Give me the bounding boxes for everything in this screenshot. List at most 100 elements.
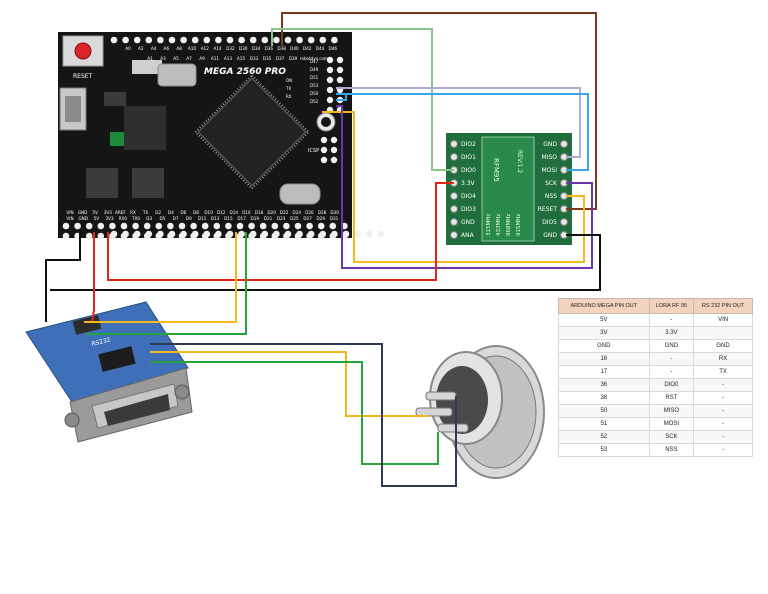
- header-pin: [120, 232, 128, 240]
- table-cell: -: [693, 378, 753, 392]
- pin-label: A3: [160, 56, 166, 61]
- lora-pin: [560, 140, 568, 148]
- header-pin: [336, 56, 344, 64]
- side-pin-label: D49: [310, 67, 319, 72]
- table-cell: 36: [558, 378, 650, 392]
- pin-label: D25: [290, 216, 299, 221]
- bottom-pin-header: [62, 222, 348, 230]
- reset-button[interactable]: [74, 42, 92, 60]
- pin-label: A11: [211, 56, 220, 61]
- pin-label: D37: [276, 56, 285, 61]
- pin-label: D17: [237, 216, 246, 221]
- header-pin: [319, 36, 327, 44]
- voltage-regulator: [86, 168, 118, 198]
- pin-label: 3V3: [105, 216, 114, 221]
- pin-label: A14: [213, 46, 222, 51]
- header-pin: [377, 230, 385, 238]
- pin-label: D29: [317, 216, 326, 221]
- table-cell: 5V: [558, 313, 650, 327]
- mounting-hole-inner: [321, 117, 331, 127]
- header-pin: [143, 232, 151, 240]
- usb-port-inner: [65, 96, 81, 122]
- lora-left-pin-label: ANA: [461, 232, 475, 239]
- table-cell: RST: [648, 391, 695, 405]
- pin-label: D3: [146, 216, 152, 221]
- pin-label: D2: [155, 210, 161, 215]
- pin-label: D13: [211, 216, 220, 221]
- icsp-pin: [320, 156, 328, 164]
- lora-left-pin-label: DIO0: [461, 167, 476, 174]
- lora-shield: [481, 136, 535, 242]
- pin-label: A12: [201, 46, 210, 51]
- header-pin: [85, 232, 93, 240]
- pin-label: D4: [168, 210, 174, 215]
- pin-label: RX0: [119, 216, 128, 221]
- table-row: 16-RX: [558, 352, 753, 366]
- table-cell: 3.3V: [648, 326, 695, 340]
- lora-pin: [450, 192, 458, 200]
- table-cell: MOSI: [648, 417, 695, 431]
- icsp-pin: [330, 156, 338, 164]
- wire-light-green: [271, 28, 454, 171]
- table-cell: TX: [693, 365, 753, 379]
- pin-label: RX: [130, 210, 136, 215]
- header-pin: [306, 222, 313, 230]
- header-pin: [157, 36, 164, 44]
- header-pin: [329, 222, 337, 230]
- pin-label: D23: [277, 216, 286, 221]
- table-cell: 50: [558, 404, 650, 418]
- header-pin: [201, 232, 209, 240]
- side-status-label: TX: [285, 86, 291, 91]
- wire-brown: [281, 12, 597, 210]
- pin-label: D31: [330, 216, 339, 221]
- header-pin: [306, 232, 313, 240]
- component: [132, 60, 162, 74]
- pin-label: A6: [164, 46, 170, 51]
- pin-label: D27: [303, 216, 312, 221]
- table-header-row: ARDUINO MEGA PIN OUT LORA RF 95 RS 232 P…: [558, 298, 753, 314]
- top-pin-header: [110, 36, 338, 44]
- table-cell: MISO: [648, 404, 695, 418]
- pin-label: D34: [252, 46, 261, 51]
- brand-label: robotdyn.com: [300, 56, 328, 61]
- pin-label: D33: [250, 56, 259, 61]
- header-pin: [97, 222, 105, 230]
- pin-label: A4: [151, 46, 157, 51]
- header-pin: [168, 36, 176, 44]
- pin-label: D15: [224, 216, 233, 221]
- connector-pin: [425, 391, 457, 401]
- header-pin: [85, 222, 93, 230]
- wire-blue: [336, 93, 589, 171]
- pin-label: D30: [239, 46, 248, 51]
- component: [104, 92, 126, 106]
- header-pin: [326, 56, 334, 64]
- pin-label: D10: [204, 210, 213, 215]
- lora-left-pin-label: DIO3: [461, 206, 476, 213]
- header-pin: [132, 232, 139, 240]
- header-pin: [62, 232, 70, 240]
- lora-right-pin-label: MISO: [542, 154, 558, 161]
- table-cell: [693, 326, 753, 340]
- icsp-pin: [320, 146, 328, 154]
- pin-label: D18: [255, 210, 264, 215]
- pin-label: D35: [263, 56, 272, 61]
- pin-label: 3V3: [104, 210, 113, 215]
- reset-label: RESET: [73, 73, 93, 80]
- pin-label: D46: [329, 46, 338, 51]
- lora-right-pin-label: MOSI: [542, 167, 558, 174]
- db9-connector: [104, 394, 170, 426]
- pin-label: D30: [330, 210, 339, 215]
- pin-label: D16: [242, 210, 251, 215]
- table-row: 5V-VIN: [558, 313, 753, 327]
- bottom-pin-header-2: [62, 232, 348, 240]
- rs232-module: RS232: [25, 301, 193, 443]
- header-pin: [271, 222, 279, 230]
- table-cell: DIO0: [648, 378, 695, 392]
- pinout-table: ARDUINO MEGA PIN OUT LORA RF 95 RS 232 P…: [558, 298, 753, 457]
